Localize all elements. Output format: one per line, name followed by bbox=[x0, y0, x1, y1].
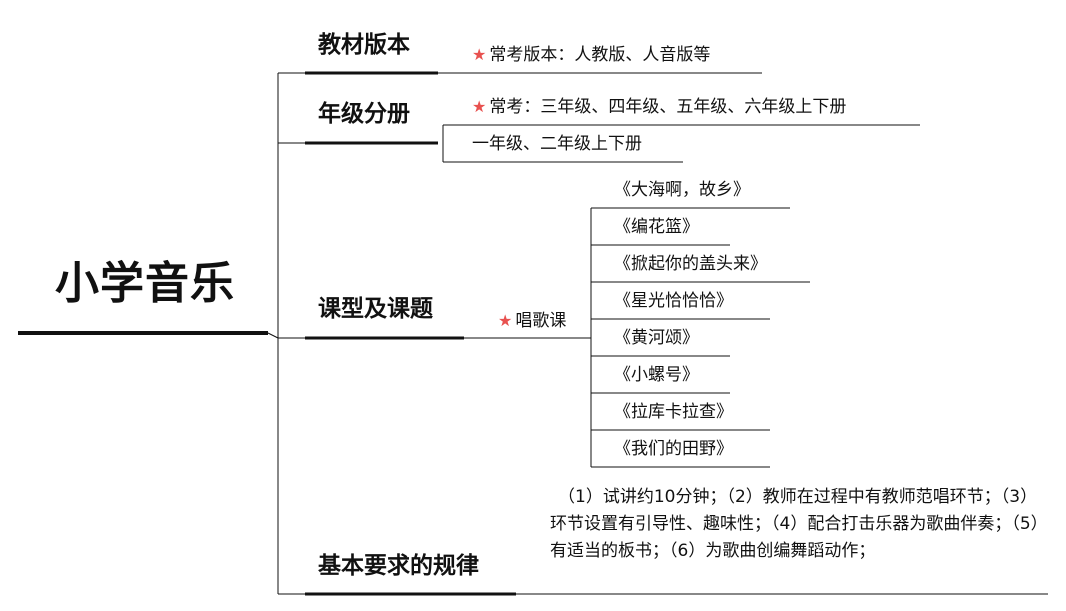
leaf-grades-common: ★常考：三年级、四年级、五年级、六年级上下册 bbox=[472, 99, 846, 116]
leaf-text: 常考版本：人教版、人音版等 bbox=[489, 45, 711, 65]
requirements-text: （1）试讲约10分钟；（2）教师在过程中有教师范唱环节；（3）环节设置有引导性、… bbox=[550, 487, 1040, 561]
branch-title-requirements: 基本要求的规律 bbox=[318, 553, 479, 579]
song-item: 《黄河颂》 bbox=[614, 328, 699, 348]
branch-title-grades: 年级分册 bbox=[318, 101, 410, 127]
song-item: 《拉库卡拉查》 bbox=[614, 402, 733, 422]
branch-title-lesson-types: 课型及课题 bbox=[318, 296, 433, 322]
song-item: 《编花篮》 bbox=[614, 217, 699, 237]
song-item: 《小螺号》 bbox=[614, 365, 699, 385]
star-icon: ★ bbox=[472, 45, 487, 64]
star-icon: ★ bbox=[472, 97, 487, 116]
leaf-text: 常考：三年级、四年级、五年级、六年级上下册 bbox=[489, 97, 847, 117]
leaf-grades-other: 一年级、二年级上下册 bbox=[472, 134, 642, 154]
root-title: 小学音乐 bbox=[55, 258, 235, 309]
sub-text: 唱歌课 bbox=[515, 311, 567, 331]
leaf-textbook-editions: ★常考版本：人教版、人音版等 bbox=[472, 47, 710, 64]
song-item: 《大海啊，故乡》 bbox=[614, 180, 750, 200]
sub-singing-lesson: ★唱歌课 bbox=[498, 313, 566, 330]
star-icon: ★ bbox=[498, 311, 513, 330]
song-item: 《星光恰恰恰》 bbox=[614, 291, 733, 311]
song-item: 《我们的田野》 bbox=[614, 439, 733, 459]
branch-title-textbook: 教材版本 bbox=[318, 32, 410, 58]
song-item: 《掀起你的盖头来》 bbox=[614, 254, 767, 274]
